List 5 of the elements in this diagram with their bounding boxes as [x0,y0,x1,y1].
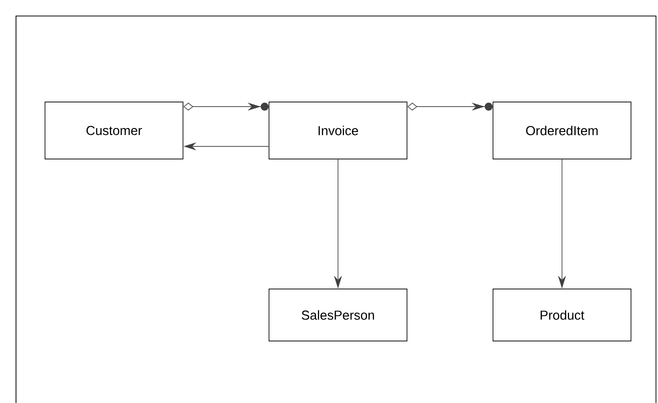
class-box: Product [492,288,632,342]
class-box: OrderedItem [492,102,632,160]
class-box: SalesPerson [268,288,408,342]
class-box: Customer [44,102,184,160]
class-box: Invoice [268,102,408,160]
